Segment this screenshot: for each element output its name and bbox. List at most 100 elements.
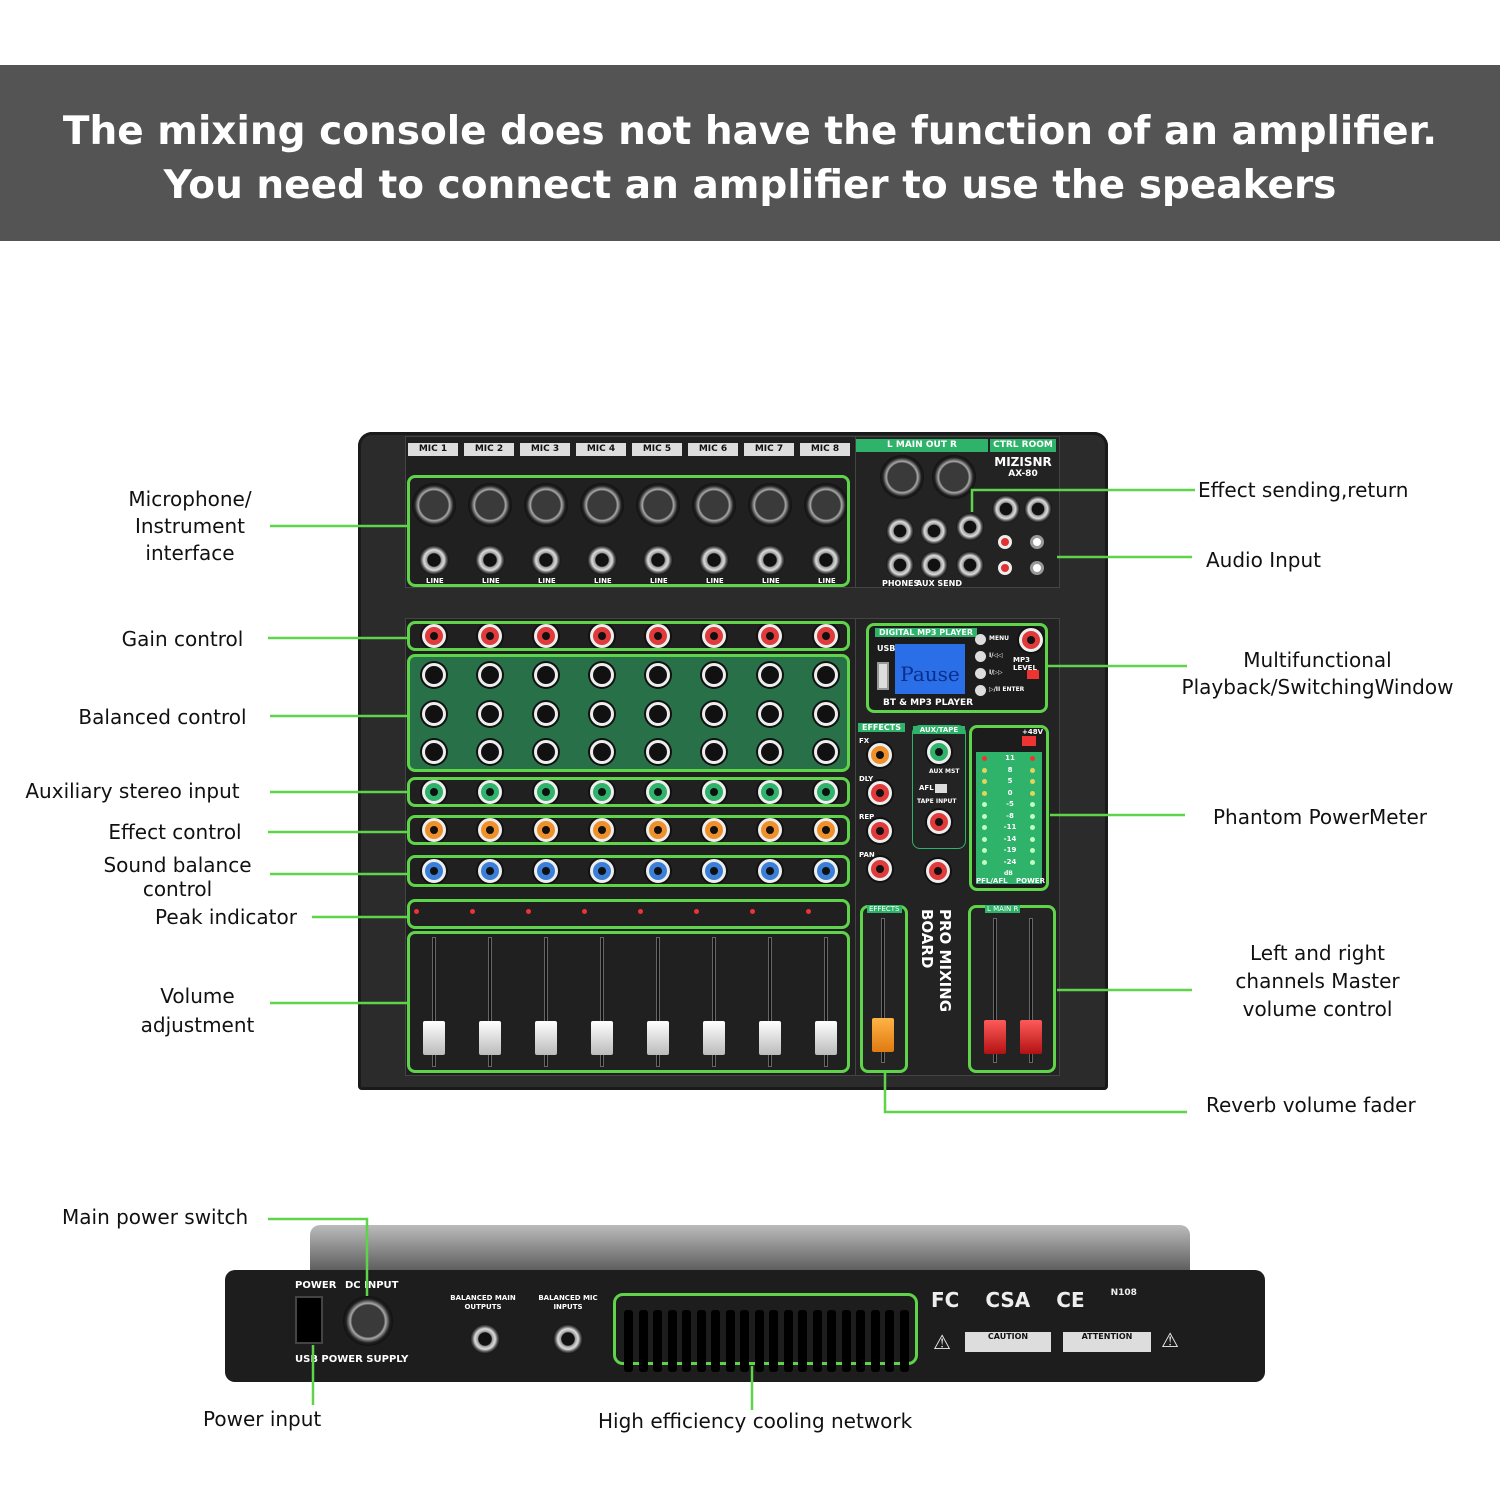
mp3-route-switch[interactable] [1027, 670, 1039, 679]
mic-xlr-input[interactable] [524, 483, 568, 527]
pan-knob[interactable] [758, 859, 782, 883]
aux-send-jack[interactable] [920, 551, 948, 579]
channel-fader-cap[interactable] [759, 1021, 781, 1055]
lf-eq-knob[interactable] [702, 740, 726, 764]
mf-eq-knob[interactable] [702, 702, 726, 726]
effects-dly-knob[interactable] [868, 781, 892, 805]
tape-in-l-rca[interactable] [998, 535, 1012, 549]
effects-fader-cap[interactable] [872, 1018, 894, 1052]
lf-eq-knob[interactable] [758, 740, 782, 764]
phones-jack[interactable] [886, 551, 914, 579]
pan-knob[interactable] [590, 859, 614, 883]
mp3-level-knob[interactable] [1019, 628, 1043, 652]
fx-knob[interactable] [590, 818, 614, 842]
aux-knob[interactable] [702, 780, 726, 804]
pan-knob[interactable] [534, 859, 558, 883]
line-input-jack[interactable] [699, 545, 729, 575]
pan-knob[interactable] [422, 859, 446, 883]
afl-switch[interactable] [935, 784, 947, 793]
aux-knob[interactable] [646, 780, 670, 804]
line-input-jack[interactable] [587, 545, 617, 575]
gain-knob[interactable] [758, 624, 782, 648]
phones-level-knob[interactable] [926, 859, 950, 883]
pan-knob[interactable] [814, 859, 838, 883]
aux-knob[interactable] [478, 780, 502, 804]
fx-knob[interactable] [702, 818, 726, 842]
pan-knob[interactable] [702, 859, 726, 883]
aux-knob[interactable] [758, 780, 782, 804]
mf-eq-knob[interactable] [478, 702, 502, 726]
effects-rep-knob[interactable] [868, 819, 892, 843]
aux-knob[interactable] [590, 780, 614, 804]
lf-eq-knob[interactable] [646, 740, 670, 764]
tape-in-r-rca[interactable] [1030, 535, 1044, 549]
lf-eq-knob[interactable] [534, 740, 558, 764]
gain-knob[interactable] [702, 624, 726, 648]
main-out-l-xlr[interactable] [880, 455, 924, 499]
gain-knob[interactable] [534, 624, 558, 648]
effects-pan-knob[interactable] [868, 857, 892, 881]
mf-eq-knob[interactable] [534, 702, 558, 726]
tape-out-r-rca[interactable] [1030, 561, 1044, 575]
channel-fader-cap[interactable] [647, 1021, 669, 1055]
mf-eq-knob[interactable] [590, 702, 614, 726]
main-out-r-xlr[interactable] [932, 455, 976, 499]
gain-knob[interactable] [478, 624, 502, 648]
line-input-jack[interactable] [419, 545, 449, 575]
tape-out-l-rca[interactable] [998, 561, 1012, 575]
line-input-jack[interactable] [531, 545, 561, 575]
channel-fader-cap[interactable] [591, 1021, 613, 1055]
ctrl-room-l-jack[interactable] [992, 495, 1020, 523]
pan-knob[interactable] [646, 859, 670, 883]
mic-xlr-input[interactable] [580, 483, 624, 527]
mic-xlr-input[interactable] [804, 483, 848, 527]
balanced-out-jack[interactable] [470, 1324, 500, 1354]
ctrl-room-r-jack[interactable] [1024, 495, 1052, 523]
line-input-jack[interactable] [475, 545, 505, 575]
fx-knob[interactable] [814, 818, 838, 842]
channel-fader-cap[interactable] [703, 1021, 725, 1055]
main-r-fader-cap[interactable] [1020, 1020, 1042, 1054]
channel-fader-cap[interactable] [815, 1021, 837, 1055]
hf-eq-knob[interactable] [422, 663, 446, 687]
channel-fader-cap[interactable] [535, 1021, 557, 1055]
lf-eq-knob[interactable] [422, 740, 446, 764]
phantom-power-switch[interactable] [1022, 736, 1036, 746]
effects-fader[interactable]: EFFECTS [860, 905, 908, 1073]
main-out-l-jack[interactable] [886, 517, 914, 545]
effects-fx-knob[interactable] [868, 743, 892, 767]
mp3-button[interactable] [975, 668, 986, 679]
fx-knob[interactable] [534, 818, 558, 842]
gain-knob[interactable] [422, 624, 446, 648]
mf-eq-knob[interactable] [814, 702, 838, 726]
mf-eq-knob[interactable] [646, 702, 670, 726]
hf-eq-knob[interactable] [646, 663, 670, 687]
mic-xlr-input[interactable] [692, 483, 736, 527]
hf-eq-knob[interactable] [814, 663, 838, 687]
hf-eq-knob[interactable] [534, 663, 558, 687]
mf-eq-knob[interactable] [422, 702, 446, 726]
lf-eq-knob[interactable] [814, 740, 838, 764]
aux-knob[interactable] [534, 780, 558, 804]
mp3-button[interactable] [975, 651, 986, 662]
fx-knob[interactable] [646, 818, 670, 842]
hf-eq-knob[interactable] [478, 663, 502, 687]
main-l-fader-cap[interactable] [984, 1020, 1006, 1054]
channel-fader-cap[interactable] [479, 1021, 501, 1055]
hf-eq-knob[interactable] [590, 663, 614, 687]
channel-fader-cap[interactable] [423, 1021, 445, 1055]
fx-knob[interactable] [478, 818, 502, 842]
line-input-jack[interactable] [643, 545, 673, 575]
line-input-jack[interactable] [755, 545, 785, 575]
hf-eq-knob[interactable] [758, 663, 782, 687]
usb-port[interactable] [877, 662, 889, 690]
mp3-button[interactable] [975, 685, 986, 696]
gain-knob[interactable] [814, 624, 838, 648]
mic-xlr-input[interactable] [748, 483, 792, 527]
mf-eq-knob[interactable] [758, 702, 782, 726]
lf-eq-knob[interactable] [590, 740, 614, 764]
aux-knob[interactable] [814, 780, 838, 804]
tape-input-knob[interactable] [927, 810, 951, 834]
send-return-jack[interactable] [956, 513, 984, 541]
fx-knob[interactable] [422, 818, 446, 842]
